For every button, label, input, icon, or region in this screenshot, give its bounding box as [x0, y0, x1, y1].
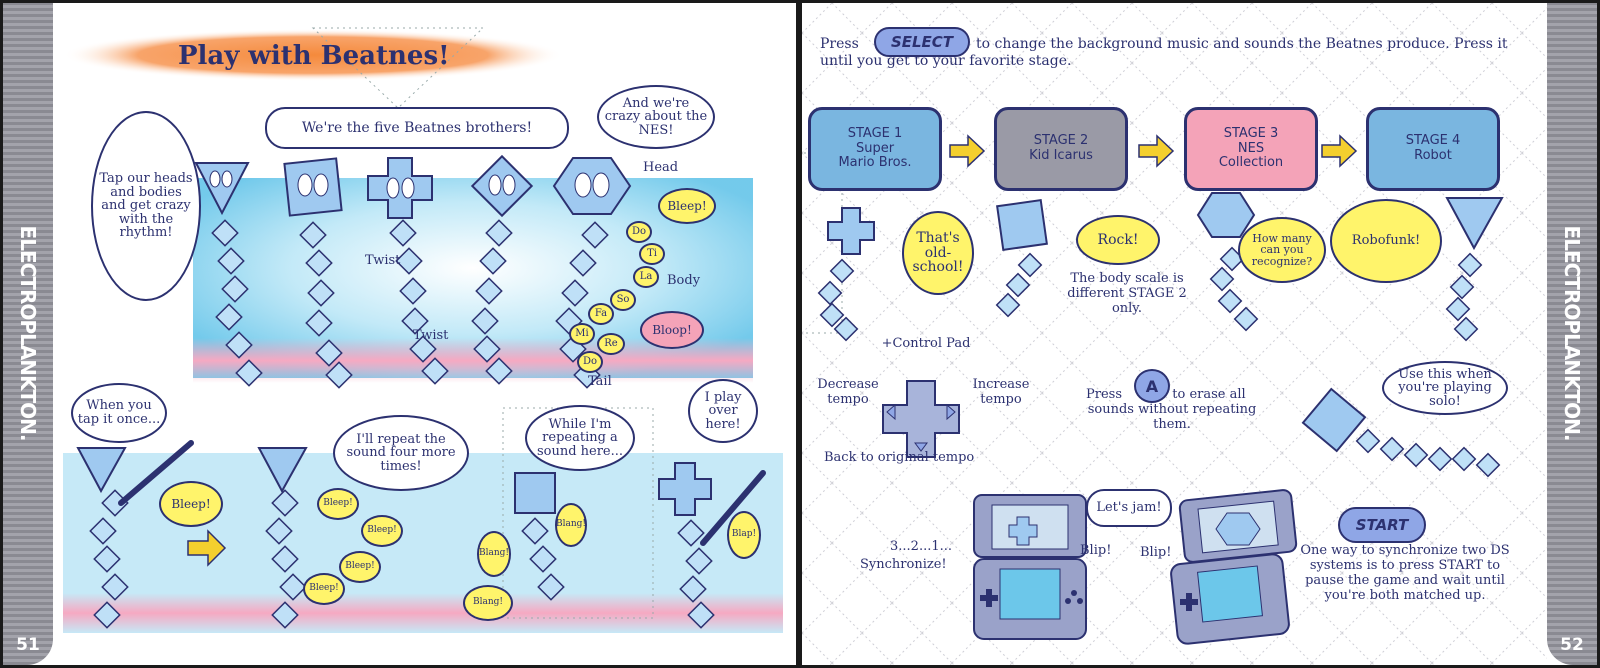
- note-fa: Fa: [588, 303, 614, 325]
- ds-system-left: [973, 494, 1087, 640]
- label-twist-2: Twist: [413, 328, 449, 343]
- stage-3-line-2: Collection: [1218, 155, 1284, 171]
- beatnes-diamond-head: [470, 154, 534, 218]
- press-a-post: to erase all sounds without repeating th…: [1087, 387, 1257, 432]
- decrease-tempo-label: Decrease tempo: [817, 377, 879, 407]
- intro-text: to change the background music and sound…: [820, 36, 1508, 69]
- note-do-high: Do: [626, 221, 652, 243]
- bleep-repeat-2: Bleep!: [361, 515, 403, 547]
- stage-1-line-1: Super: [855, 140, 895, 156]
- note-ti: Ti: [639, 243, 665, 265]
- dotted-spotlight: [311, 27, 485, 109]
- bubble-play-here: I play over here!: [688, 379, 758, 443]
- beatnes-bodies-bottom: [76, 440, 766, 629]
- blang-2: Blang!: [555, 503, 587, 547]
- stage-4-line-1: Robot: [1414, 148, 1452, 163]
- beatnes-square-head: [283, 157, 343, 217]
- select-button[interactable]: SELECT: [874, 27, 970, 57]
- blang-3: Blang!: [463, 585, 513, 621]
- bubble-lets-jam: Let's jam!: [1086, 489, 1172, 527]
- bubble-robofunk: Robofunk!: [1330, 199, 1442, 283]
- bleep-single: Bleep!: [159, 481, 223, 527]
- beatnes-triangle-head: [194, 162, 250, 216]
- arrow-stage-2-3: [1138, 134, 1175, 168]
- control-pad-label: +Control Pad: [881, 336, 971, 351]
- back-tempo-label: Back to original tempo: [824, 450, 975, 465]
- sync-note: One way to synchronize two DS systems is…: [1300, 543, 1510, 603]
- bleep-repeat-3: Bleep!: [339, 551, 381, 583]
- right-side-bar: ELECTROPLANKTON. 52: [1547, 3, 1597, 665]
- beatnes-hexagon-head: [552, 157, 632, 215]
- bubble-tap: Tap our heads and bodies and get crazy w…: [91, 111, 201, 301]
- bubble-when-tap: When you tap it once...: [71, 383, 167, 443]
- bottom-arrow: [187, 529, 227, 567]
- page-title: Play with Beatnes!: [178, 41, 450, 71]
- bubble-old-school: That's old-school!: [902, 211, 974, 295]
- arrow-stage-3-4: [1321, 134, 1358, 168]
- bubble-solo: Use this when you're playing solo!: [1382, 361, 1508, 415]
- bubble-five-brothers: We're the five Beatnes brothers!: [265, 107, 569, 149]
- bleep-top: Bleep!: [658, 188, 716, 224]
- blip-2: Blip!: [1140, 545, 1172, 560]
- right-page-number: 52: [1560, 635, 1584, 655]
- left-page-number: 51: [16, 635, 40, 655]
- label-tail: Tail: [588, 374, 612, 389]
- left-page: ELECTROPLANKTON. 51: [3, 3, 796, 665]
- bubble-recognize: How many can you recognize?: [1238, 217, 1326, 283]
- ds-system-right: [1170, 489, 1298, 645]
- press-a-pre: Press: [1086, 387, 1122, 402]
- control-pad-icon: [882, 380, 960, 458]
- note-re: Re: [597, 333, 625, 355]
- note-la: La: [633, 266, 659, 288]
- blang-1: Blang!: [477, 531, 511, 577]
- note-do-low: Do: [577, 351, 603, 373]
- a-button[interactable]: A: [1134, 369, 1170, 403]
- note-mi: Mi: [569, 323, 595, 345]
- stage-1-line-2: Mario Bros.: [838, 155, 912, 171]
- bubble-while: While I'm repeating a sound here...: [525, 405, 635, 471]
- bubble-repeat: I'll repeat the sound four more times!: [333, 415, 469, 491]
- stage-2-line-1: Kid Icarus: [1029, 148, 1093, 163]
- stage-1-title: STAGE 1: [847, 125, 903, 141]
- arrow-stage-1-2: [949, 134, 986, 168]
- increase-tempo-label: Increase tempo: [972, 377, 1030, 407]
- bloop-bubble: Bloop!: [640, 311, 704, 349]
- bleep-repeat-1: Bleep!: [317, 488, 359, 520]
- stage-3-line-1: NES: [1237, 140, 1265, 156]
- left-side-bar: ELECTROPLANKTON. 51: [3, 3, 53, 665]
- countdown: 3...2...1...: [890, 539, 953, 554]
- bubble-nes: And we're crazy about the NES!: [597, 85, 715, 149]
- bleep-repeat-4: Bleep!: [303, 573, 345, 605]
- label-head: Head: [643, 160, 679, 175]
- blip-1: Blip!: [1080, 543, 1112, 558]
- note-so: So: [610, 289, 636, 311]
- stage-4-card: STAGE 4 Robot: [1366, 107, 1500, 191]
- stage-2-title: STAGE 2: [1033, 133, 1089, 149]
- title-glow: [63, 29, 563, 81]
- synchronize-label: Synchronize!: [860, 557, 947, 572]
- stage-2-card: STAGE 2 Kid Icarus: [994, 107, 1128, 191]
- beatnes-cross-head: [367, 157, 433, 219]
- label-twist-1: Twist: [365, 253, 401, 268]
- body-scale-note: The body scale is different STAGE 2 only…: [1067, 271, 1187, 316]
- right-page: ELECTROPLANKTON. 52: [802, 3, 1597, 665]
- start-button[interactable]: START: [1338, 507, 1426, 543]
- stage-1-card: STAGE 1 Super Mario Bros.: [808, 107, 942, 191]
- stage-characters: [817, 192, 1504, 478]
- blap: Blap!: [727, 511, 761, 559]
- intro-press: Press: [820, 36, 859, 52]
- bubble-rock: Rock!: [1076, 215, 1160, 265]
- stage-3-title: STAGE 3: [1223, 125, 1279, 141]
- stage-3-card: STAGE 3 NES Collection: [1184, 107, 1318, 191]
- bottom-scene-pink-band: [63, 593, 783, 633]
- stage-4-title: STAGE 4: [1405, 133, 1461, 149]
- label-body: Body: [667, 273, 701, 288]
